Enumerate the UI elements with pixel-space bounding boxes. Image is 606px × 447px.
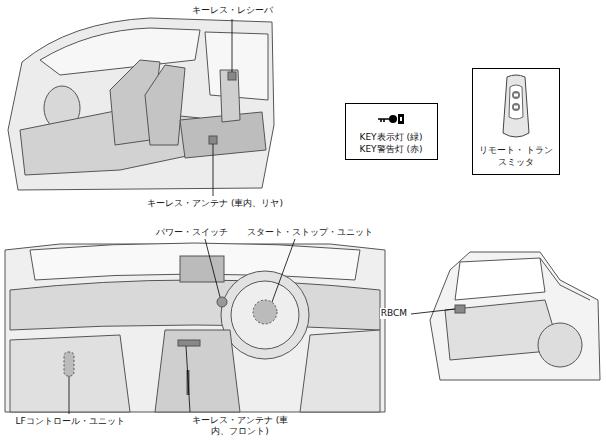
component-label: リモート・ トランスミッタ — [478, 145, 554, 168]
part-label: キーレス・レシーバ — [191, 5, 274, 16]
leader-lines — [69, 19, 455, 414]
indicator-label: KEY表示灯 (緑) — [351, 132, 432, 144]
part-label: キーレス・アンテナ (車内、リヤ) — [146, 198, 284, 209]
part-label: スタート・ストップ・ユニット — [246, 227, 374, 238]
part-label: LFコントロール・ユニット — [14, 416, 125, 427]
remote-fob-icon — [499, 73, 533, 141]
indicator-label: KEY警告灯 (赤) — [351, 144, 432, 156]
transmitter-box: リモート・ トランスミッタ — [472, 68, 560, 175]
indicator-box: KEY表示灯 (緑)KEY警告灯 (赤) — [345, 103, 438, 160]
part-label: キーレス・アンテナ (車内、フロント) — [189, 415, 291, 438]
rear-hatch-view — [430, 252, 600, 380]
key-indicator-icon — [376, 110, 406, 128]
interior-view — [8, 18, 274, 190]
dashboard-view — [5, 243, 385, 412]
part-label: RBCM — [380, 308, 408, 319]
part-label: パワー・スイッチ — [155, 227, 229, 238]
